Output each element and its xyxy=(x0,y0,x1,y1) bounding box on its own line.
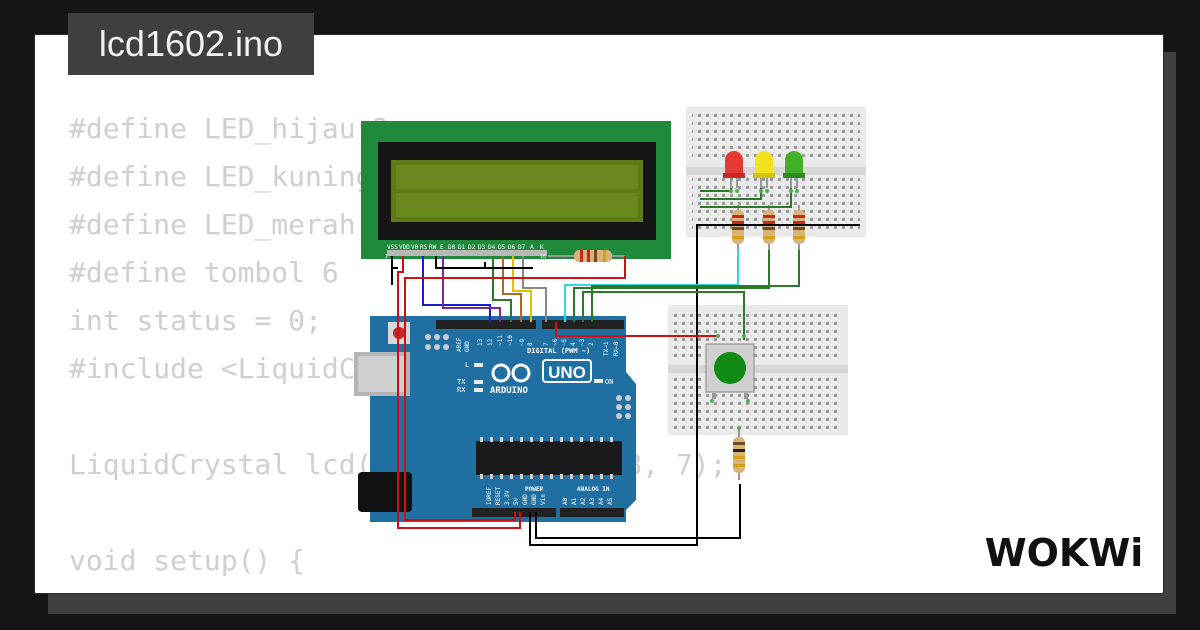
breadboard-top xyxy=(686,107,866,237)
lcd-pin-label: D2 xyxy=(468,244,476,251)
arduino-bottom-pin-labels: IOREF RESET 3.3V 5V GND GND Vin A0 A1 A2… xyxy=(486,487,614,505)
led-yellow[interactable] xyxy=(753,151,775,188)
lcd-pin-label: E xyxy=(440,244,444,251)
pin-label: A0 xyxy=(562,497,569,505)
pin-label: Vin xyxy=(540,494,547,505)
resistor-led-red xyxy=(732,205,744,250)
breadboard-bottom xyxy=(668,305,848,435)
lcd-pin-number: 16 xyxy=(540,254,546,260)
lcd-pin-label: RW xyxy=(429,244,437,251)
pin-label: 5V xyxy=(513,497,520,505)
pin-label: GND xyxy=(464,341,471,352)
tx-label: TX xyxy=(457,378,466,386)
lcd-pin-label: V0 xyxy=(411,244,419,251)
connection-dots xyxy=(710,189,799,430)
lcd-pin-label: D5 xyxy=(498,244,506,251)
wokwi-logo-text: WOKWi xyxy=(985,531,1144,575)
wires xyxy=(391,188,860,546)
uno-badge xyxy=(542,359,592,383)
lcd-pin-label: D4 xyxy=(488,244,496,251)
lcd-pin-header xyxy=(387,250,547,256)
push-button[interactable] xyxy=(705,343,755,399)
pin-label: A1 xyxy=(571,497,578,505)
arduino-brand: ARDUINO xyxy=(490,386,529,396)
wokwi-logo: WOKWi xyxy=(985,531,1144,575)
pin-label: ~3 xyxy=(579,338,586,346)
pin-label: ~6 xyxy=(552,338,559,346)
lcd-pin-label: A xyxy=(530,244,534,251)
pin-label: 4 xyxy=(570,342,577,346)
lcd-pin-label: D7 xyxy=(518,244,526,251)
pin-label: ~10 xyxy=(507,335,514,346)
pin-label: 8 xyxy=(527,342,534,346)
lcd-pin-label: D1 xyxy=(458,244,466,251)
code-line: #define tombol 6 xyxy=(69,256,339,289)
lcd-pin-label: VSS xyxy=(387,244,398,251)
pin-label: A5 xyxy=(607,497,614,505)
pin-label: IOREF xyxy=(486,487,493,505)
pin-label: 12 xyxy=(487,338,494,346)
led-green[interactable] xyxy=(783,151,805,188)
arduino-top-pin-labels: AREF GND 13 12 ~11 ~10 ~9 8 7 ~6 ~5 4 ~3… xyxy=(456,335,620,356)
lcd-pin-labels: VSS VDD V0 RS RW E D0 D1 D2 D3 D4 D5 D6 … xyxy=(385,244,546,260)
pin-label: 7 xyxy=(543,342,550,346)
resistor-led-yellow xyxy=(763,205,775,250)
lcd-pin-label: K xyxy=(540,244,544,251)
pin-label: ~9 xyxy=(519,338,526,346)
lcd-1602[interactable]: VSS VDD V0 RS RW E D0 D1 D2 D3 D4 D5 D6 … xyxy=(361,121,671,260)
on-label: ON xyxy=(605,378,613,386)
lcd-pin-label: VDD xyxy=(399,244,410,251)
project-title: lcd1602.ino xyxy=(68,13,314,75)
pin-label: A2 xyxy=(580,497,587,505)
analog-label: ANALOG IN xyxy=(577,486,610,493)
pin-label: AREF xyxy=(456,337,463,352)
led-red[interactable] xyxy=(723,151,745,188)
arduino-uno[interactable]: AREF GND 13 12 ~11 ~10 ~9 8 7 ~6 ~5 4 ~3… xyxy=(354,316,636,522)
uno-label: UNO xyxy=(548,363,586,382)
pin-label: A3 xyxy=(589,497,596,505)
l-led-label: L xyxy=(465,361,469,369)
resistor-lcd xyxy=(548,250,625,262)
pin-label: 13 xyxy=(477,338,484,346)
lcd-pin-number: 1 xyxy=(385,254,388,260)
pin-label: GND xyxy=(522,494,529,505)
pin-label: TX→1 xyxy=(603,341,610,356)
arduino-infinity-logo xyxy=(491,363,531,383)
resistor-led-green xyxy=(793,205,805,250)
pin-label: 2 xyxy=(588,342,595,346)
pin-label: 3.3V xyxy=(504,490,511,505)
lcd-pin-label: RS xyxy=(420,244,428,251)
pin-label: RESET xyxy=(495,487,502,505)
lcd-pin-label: D3 xyxy=(478,244,486,251)
code-line: void setup() { xyxy=(69,544,306,577)
lcd-pin-label: D0 xyxy=(448,244,456,251)
resistor-button xyxy=(733,430,745,480)
pin-label: ~11 xyxy=(497,335,504,346)
pin-label: RX←0 xyxy=(613,341,620,356)
pin-label: GND xyxy=(531,494,538,505)
pin-label: A4 xyxy=(598,497,605,505)
power-label: POWER xyxy=(525,486,543,493)
rx-label: RX xyxy=(457,386,466,394)
code-line: int status = 0; xyxy=(69,304,322,337)
digital-label: DIGITAL (PWM ~) xyxy=(527,347,590,355)
lcd-pin-label: D6 xyxy=(508,244,516,251)
pin-label: ~5 xyxy=(561,338,568,346)
